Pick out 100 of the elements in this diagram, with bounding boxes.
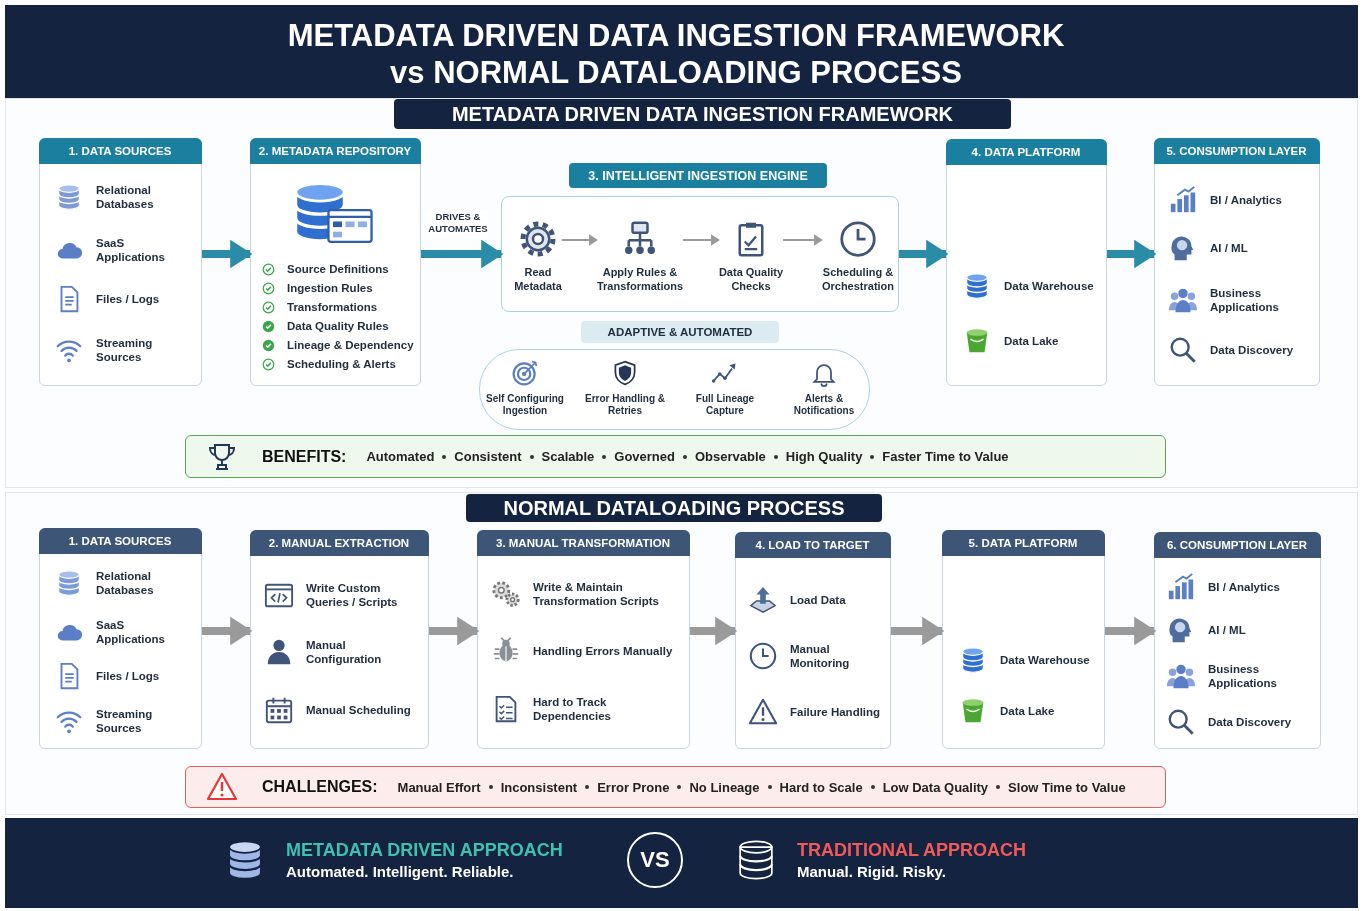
page-title: METADATA DRIVEN DATA INGESTION FRAMEWORK vs NORMAL DATALOADING PROCESS bbox=[286, 17, 1066, 91]
item-label: Ingestion Rules bbox=[287, 281, 373, 295]
arrow bbox=[560, 234, 598, 246]
item-label: Write Custom Queries / Scripts bbox=[306, 581, 399, 609]
item-label: Data Lake bbox=[1000, 704, 1055, 718]
item-label: Manual Scheduling bbox=[306, 703, 411, 717]
panel-header: 1. DATA SOURCES bbox=[38, 137, 202, 164]
item-label: Self Configuring Ingestion bbox=[485, 393, 565, 417]
arrow bbox=[1105, 616, 1157, 646]
item-label: Data Discovery bbox=[1210, 343, 1294, 357]
item-label: Files / Logs bbox=[96, 669, 160, 683]
arrow bbox=[421, 239, 504, 269]
arrow bbox=[899, 239, 949, 269]
panel-card bbox=[39, 138, 202, 386]
approach-title: TRADITIONAL APPROACH bbox=[797, 839, 1026, 862]
panel-header: 1. DATA SOURCES bbox=[38, 527, 202, 554]
banner-item: Hard to Scale bbox=[779, 779, 863, 795]
item-label: BI / Analytics bbox=[1208, 580, 1280, 594]
section-panel bbox=[5, 492, 1358, 815]
approach-tagline: Automated. Intelligent. Reliable. bbox=[286, 862, 515, 882]
item-label: Failure Handling bbox=[790, 705, 881, 719]
banner-item: Consistent bbox=[454, 449, 522, 464]
arrow bbox=[202, 239, 253, 269]
item-label: Business Applications bbox=[1208, 662, 1278, 690]
item-label: Manual Configuration bbox=[306, 638, 383, 666]
item-label: BI / Analytics bbox=[1210, 193, 1282, 207]
panel-card bbox=[39, 528, 202, 749]
panel-header: 2. METADATA REPOSITORY bbox=[249, 137, 421, 164]
banner-item: High Quality bbox=[785, 449, 863, 464]
panel-card bbox=[1154, 138, 1320, 386]
arrow bbox=[782, 234, 823, 246]
arrow bbox=[429, 616, 480, 646]
item-label: Load Data bbox=[790, 593, 846, 607]
banner-item: Low Data Quality bbox=[882, 779, 989, 795]
approach-title: METADATA DRIVEN APPROACH bbox=[286, 839, 563, 862]
item-label: Relational Databases bbox=[96, 183, 155, 211]
item-label: Scheduling & Orchestration bbox=[820, 265, 896, 293]
banner-item: Faster Time to Value bbox=[882, 449, 1009, 464]
panel-header: 4. LOAD TO TARGET bbox=[734, 531, 891, 558]
section-tab: METADATA DRIVEN DATA INGESTION FRAMEWORK bbox=[394, 99, 1011, 129]
banner-title: BENEFITS: bbox=[262, 447, 347, 466]
panel-header: 2. MANUAL EXTRACTION bbox=[249, 529, 429, 556]
item-label: Error Handling & Retries bbox=[584, 393, 666, 417]
item-label: Relational Databases bbox=[96, 569, 155, 597]
item-label: Source Definitions bbox=[287, 262, 389, 276]
section-tab: NORMAL DATALOADING PROCESS bbox=[466, 494, 882, 522]
panel-header: 6. CONSUMPTION LAYER bbox=[1153, 531, 1321, 558]
panel-card bbox=[477, 530, 690, 749]
approach-tagline: Manual. Rigid. Risky. bbox=[797, 862, 947, 882]
panel-card bbox=[946, 139, 1107, 386]
item-label: Data Lake bbox=[1004, 334, 1059, 348]
banner bbox=[185, 435, 1166, 478]
panel-card bbox=[1154, 532, 1321, 749]
item-label: Write & Maintain Transformation Scripts bbox=[533, 580, 660, 608]
banner-item: Inconsistent bbox=[500, 779, 578, 795]
item-label: Streaming Sources bbox=[96, 707, 154, 735]
banner-item: Manual Effort bbox=[397, 779, 481, 795]
item-label: Transformations bbox=[287, 300, 378, 314]
arrow bbox=[682, 234, 720, 246]
arrow bbox=[891, 616, 945, 646]
item-label: Alerts & Notifications bbox=[792, 393, 856, 417]
banner bbox=[185, 766, 1166, 808]
panel-header: 3. MANUAL TRANSFORMATION bbox=[476, 529, 690, 556]
item-label: Hard to Track Dependencies bbox=[533, 695, 612, 723]
item-label: AI / ML bbox=[1210, 241, 1248, 255]
item-label: Apply Rules & Transformations bbox=[595, 265, 685, 293]
item-label: SaaS Applications bbox=[96, 618, 166, 646]
item-label: Files / Logs bbox=[96, 292, 160, 306]
arrow bbox=[690, 616, 738, 646]
item-label: Scheduling & Alerts bbox=[287, 357, 396, 371]
arrow bbox=[202, 616, 253, 646]
item-label: Full Lineage Capture bbox=[694, 393, 756, 417]
panel-card bbox=[735, 532, 891, 749]
panel-card bbox=[942, 530, 1105, 749]
banner-item: Slow Time to Value bbox=[1008, 779, 1126, 795]
banner-item: Automated bbox=[366, 449, 435, 464]
banner-title: CHALLENGES: bbox=[262, 778, 378, 796]
item-label: Data Warehouse bbox=[1000, 653, 1090, 667]
item-label: Data Quality Checks bbox=[717, 265, 785, 293]
item-label: SaaS Applications bbox=[96, 236, 166, 264]
banner-item: No Lineage bbox=[689, 779, 760, 795]
banner-item: Governed bbox=[614, 449, 675, 464]
item-label: Handling Errors Manually bbox=[533, 644, 673, 658]
item-label: Read Metadata bbox=[513, 265, 563, 293]
arrow bbox=[1107, 239, 1157, 269]
item-label: Lineage & Dependency bbox=[287, 338, 414, 352]
item-label: Streaming Sources bbox=[96, 336, 154, 364]
banner-item: Error Prone bbox=[597, 779, 670, 795]
panel-header: 5. DATA PLATFORM bbox=[941, 529, 1105, 556]
section-panel bbox=[5, 98, 1358, 488]
item-label: Data Discovery bbox=[1208, 715, 1292, 729]
panel-header: 5. CONSUMPTION LAYER bbox=[1153, 137, 1320, 164]
section-tab: 3. INTELLIGENT INGESTION ENGINE bbox=[569, 163, 827, 188]
banner-item: Observable bbox=[694, 449, 766, 464]
item-label: Business Applications bbox=[1210, 286, 1280, 314]
item-label: Data Warehouse bbox=[1004, 279, 1094, 293]
item-label: AI / ML bbox=[1208, 623, 1246, 637]
panel-card bbox=[250, 530, 429, 749]
banner-item: Scalable bbox=[541, 449, 595, 464]
section-tab: ADAPTIVE & AUTOMATED bbox=[581, 321, 779, 343]
